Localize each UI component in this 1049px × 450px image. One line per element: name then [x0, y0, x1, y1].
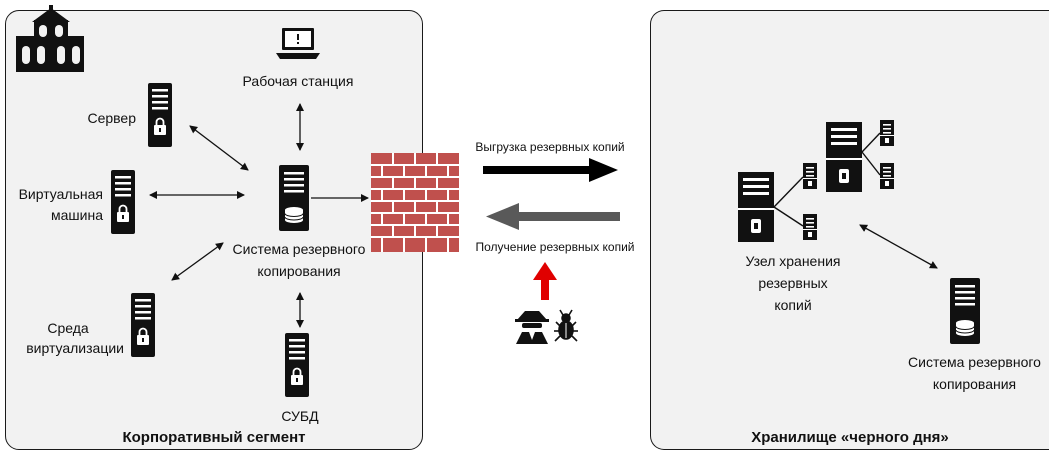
server-label: Сервер [87, 110, 136, 126]
corporate-segment-title: Корпоративный сегмент [122, 429, 306, 446]
blackday-storage-panel [650, 10, 1049, 450]
virtualization-label-line2: виртуализации [26, 340, 124, 356]
dbms-label: СУБД [281, 408, 319, 424]
virtualization-label-line1: Среда [47, 320, 89, 336]
workstation-label: Рабочая станция [242, 73, 354, 89]
receive-arrow [486, 203, 620, 230]
hacker-icon [515, 311, 549, 344]
attack-arrow [533, 262, 557, 300]
corporate-segment-panel [5, 10, 423, 450]
vm-label-line1: Виртуальная [18, 186, 103, 202]
blackday-storage-title: Хранилище «черного дня» [751, 429, 949, 446]
upload-label: Выгрузка резервных копий [475, 140, 625, 154]
storage-node-label-line3: копий [774, 297, 812, 313]
backup-system-label-line1: Система резервного [232, 241, 366, 257]
upload-arrow [483, 158, 618, 182]
vm-label-line2: машина [51, 207, 103, 223]
backup-system-label-line2: копирования [257, 263, 341, 279]
receive-label: Получение резервных копий [475, 240, 635, 254]
remote-backup-label-line2: копирования [932, 376, 1017, 392]
storage-node-label-line2: резервных [758, 275, 828, 291]
bug-icon [554, 309, 578, 342]
remote-backup-label-line1: Система резервного [908, 354, 1041, 370]
storage-node-label-line1: Узел хранения [745, 253, 841, 269]
